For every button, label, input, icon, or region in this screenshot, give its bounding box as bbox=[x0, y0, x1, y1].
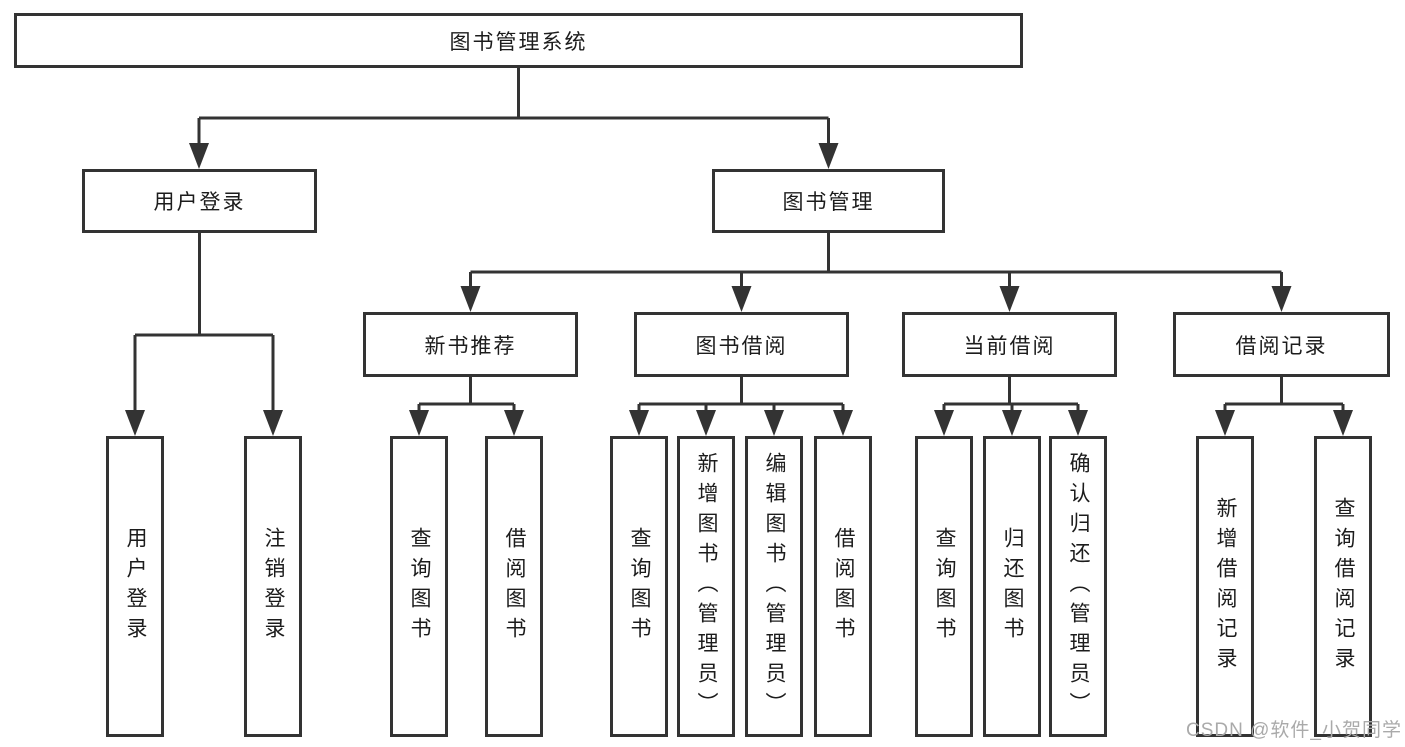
leaf-user-login: 用户登录 bbox=[106, 436, 164, 737]
leaf-add-books-admin: 新增图书（管理员） bbox=[677, 436, 735, 737]
leaf-borrow-books-2-label: 借阅图书 bbox=[832, 526, 855, 647]
node-user-login-label: 用户登录 bbox=[153, 191, 246, 214]
node-borrowing-records-label: 借阅记录 bbox=[1235, 334, 1328, 358]
arrowhead bbox=[999, 286, 1020, 312]
leaf-query-books-1-label: 查询图书 bbox=[408, 526, 431, 647]
arrowhead bbox=[696, 410, 716, 436]
leaf-query-borrow-record: 查询借阅记录 bbox=[1314, 436, 1372, 737]
node-current-borrowing-label: 当前借阅 bbox=[963, 334, 1056, 358]
arrowhead bbox=[629, 410, 649, 436]
arrowhead bbox=[764, 410, 784, 436]
arrowhead bbox=[460, 286, 481, 312]
leaf-return-books: 归还图书 bbox=[983, 436, 1041, 737]
node-new-book-recommendation-label: 新书推荐 bbox=[424, 334, 517, 358]
node-book-borrowing-label: 图书借阅 bbox=[695, 334, 788, 358]
node-new-book-recommendation: 新书推荐 bbox=[363, 312, 578, 377]
node-current-borrowing: 当前借阅 bbox=[902, 312, 1117, 377]
leaf-query-books-1: 查询图书 bbox=[390, 436, 448, 737]
leaf-borrow-books-2: 借阅图书 bbox=[814, 436, 872, 737]
branch-root-to-level2 bbox=[197, 68, 830, 150]
arrowhead bbox=[1333, 410, 1353, 436]
leaf-add-borrow-record: 新增借阅记录 bbox=[1196, 436, 1254, 737]
node-book-management-label: 图书管理 bbox=[782, 191, 875, 214]
node-library-management-system: 图书管理系统 bbox=[14, 13, 1023, 68]
arrowhead bbox=[818, 143, 839, 169]
leaf-query-books-2: 查询图书 bbox=[610, 436, 668, 737]
node-book-borrowing: 图书借阅 bbox=[634, 312, 849, 377]
leaf-edit-books-admin: 编辑图书（管理员） bbox=[745, 436, 803, 737]
arrowhead bbox=[1271, 286, 1292, 312]
leaf-borrow-books-1: 借阅图书 bbox=[485, 436, 543, 737]
arrowhead bbox=[1215, 410, 1235, 436]
leaf-query-books-3-label: 查询图书 bbox=[933, 526, 956, 647]
arrowhead bbox=[125, 410, 145, 436]
arrowhead bbox=[833, 410, 853, 436]
branch-new-book-rec-to-leaves bbox=[417, 377, 516, 416]
branch-borrow-records-to-leaves bbox=[1223, 377, 1345, 416]
arrowhead bbox=[409, 410, 429, 436]
arrowhead bbox=[1068, 410, 1088, 436]
arrowhead bbox=[189, 143, 209, 169]
leaf-query-books-2-label: 查询图书 bbox=[628, 526, 651, 647]
branch-book-borrowing-to-leaves bbox=[637, 377, 845, 416]
node-user-login: 用户登录 bbox=[82, 169, 317, 233]
leaf-logout-login: 注销登录 bbox=[244, 436, 302, 737]
leaf-query-books-3: 查询图书 bbox=[915, 436, 973, 737]
branch-user-login-to-leaves bbox=[133, 233, 275, 416]
leaf-confirm-return-admin-label: 确认归还（管理员） bbox=[1067, 451, 1090, 722]
arrowhead bbox=[934, 410, 954, 436]
leaf-logout-login-label: 注销登录 bbox=[262, 526, 285, 647]
leaf-edit-books-admin-label: 编辑图书（管理员） bbox=[763, 451, 786, 722]
arrowhead bbox=[263, 410, 283, 436]
node-book-management: 图书管理 bbox=[712, 169, 945, 233]
arrowhead bbox=[731, 286, 752, 312]
node-library-management-system-label: 图书管理系统 bbox=[449, 30, 588, 54]
leaf-add-books-admin-label: 新增图书（管理员） bbox=[695, 451, 718, 722]
branch-book-management-to-level3 bbox=[469, 233, 1283, 292]
csdn-watermark: CSDN @软件_小贺同学 bbox=[1186, 720, 1402, 741]
leaf-user-login-label: 用户登录 bbox=[124, 526, 147, 647]
arrowhead bbox=[504, 410, 524, 436]
leaf-confirm-return-admin: 确认归还（管理员） bbox=[1049, 436, 1107, 737]
leaf-borrow-books-1-label: 借阅图书 bbox=[503, 526, 526, 647]
branch-lines bbox=[133, 68, 1345, 416]
leaf-query-borrow-record-label: 查询借阅记录 bbox=[1332, 496, 1355, 677]
arrowhead bbox=[1002, 410, 1022, 436]
leaf-add-borrow-record-label: 新增借阅记录 bbox=[1214, 496, 1237, 677]
leaf-return-books-label: 归还图书 bbox=[1001, 526, 1024, 647]
arrowheads bbox=[125, 143, 1353, 436]
node-borrowing-records: 借阅记录 bbox=[1173, 312, 1390, 377]
